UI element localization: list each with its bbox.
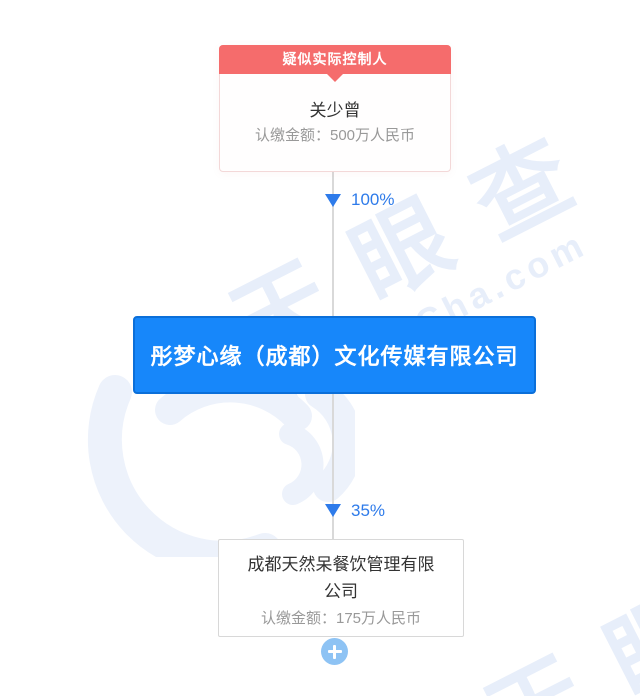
controller-name: 关少曾 — [309, 101, 361, 120]
watermark-eye-logo — [87, 372, 355, 557]
watermark-brand-text: 天眼查 — [470, 498, 640, 696]
subsidiary-node[interactable]: 成都天然呆餐饮管理有限公司 认缴金额：175万人民币 — [218, 539, 464, 637]
edge-line-top — [332, 170, 334, 316]
plus-icon — [321, 638, 348, 665]
expand-button[interactable] — [321, 638, 348, 665]
badge-notch — [327, 74, 343, 82]
arrow-down-icon — [325, 504, 341, 517]
company-name: 彤梦心缘（成都）文化传媒有限公司 — [150, 344, 519, 369]
edge-line-bottom — [332, 394, 334, 539]
arrow-down-icon — [325, 194, 341, 207]
controller-node[interactable]: 疑似实际控制人 关少曾 认缴金额：500万人民币 — [219, 45, 451, 172]
controller-badge-label: 疑似实际控制人 — [282, 51, 388, 67]
controller-badge: 疑似实际控制人 — [219, 45, 451, 82]
ownership-percent-bottom: 35% — [351, 501, 386, 520]
company-node[interactable]: 彤梦心缘（成都）文化传媒有限公司 — [133, 316, 536, 394]
subsidiary-amount: 认缴金额：175万人民币 — [260, 610, 422, 627]
ownership-percent-top: 100% — [351, 190, 395, 209]
controller-amount: 认缴金额：500万人民币 — [254, 127, 416, 144]
subsidiary-name: 成都天然呆餐饮管理有限公司 — [247, 555, 435, 601]
